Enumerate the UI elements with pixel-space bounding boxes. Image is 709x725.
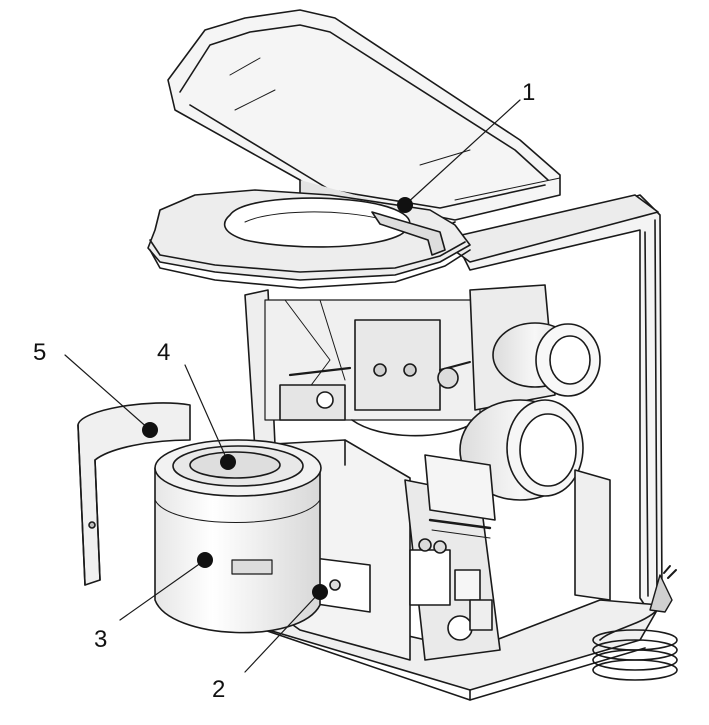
callout-dot-4 (220, 454, 236, 470)
callout-dot-2 (312, 584, 328, 600)
callout-dot-1 (397, 197, 413, 213)
callout-number-3: 3 (94, 626, 107, 653)
container-body (155, 440, 321, 633)
inner-mechanism (265, 300, 480, 436)
callout-dot-5 (142, 422, 158, 438)
callout-number-5: 5 (33, 339, 46, 366)
control-board (405, 455, 500, 660)
callout-number-4: 4 (157, 339, 170, 366)
callout-number-1: 1 (522, 79, 535, 106)
callout-dot-3 (197, 552, 213, 568)
callout-number-2: 2 (212, 676, 225, 703)
